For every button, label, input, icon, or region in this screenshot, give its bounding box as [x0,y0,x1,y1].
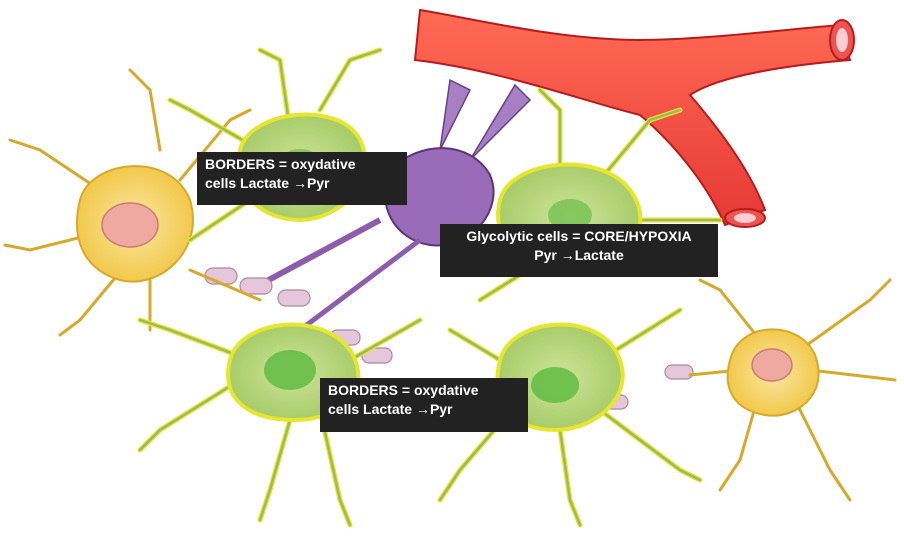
label-glycolytic-core: Glycolytic cells = CORE/HYPOXIA Pyr →Lac… [440,224,718,277]
label-borders-top: BORDERS = oxydative cells Lactate →Pyr [197,152,407,205]
label-glycolytic-line2: Pyr →Lactate [448,246,710,265]
label-borders-top-line1: BORDERS = oxydative [205,155,399,174]
label-borders-bottom-line1: BORDERS = oxydative [328,381,520,400]
green-neurons [140,50,720,525]
astrocyte-right [690,280,895,500]
label-borders-bottom-line2: cells Lactate →Pyr [328,400,520,419]
label-borders-top-line2: cells Lactate →Pyr [205,174,399,193]
label-glycolytic-line1: Glycolytic cells = CORE/HYPOXIA [448,227,710,246]
label-borders-bottom: BORDERS = oxydative cells Lactate →Pyr [320,378,528,432]
